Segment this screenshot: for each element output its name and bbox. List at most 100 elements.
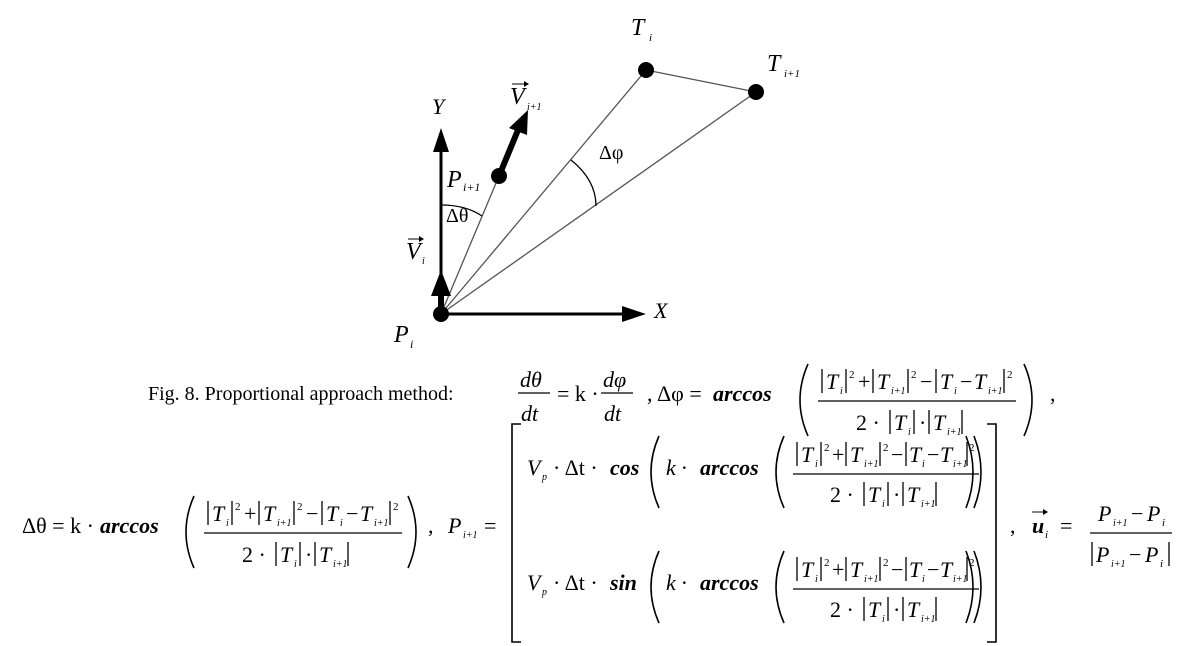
label-delta-phi: Δφ [599, 142, 623, 164]
sub-i: i [922, 574, 925, 585]
y-axis-arrowhead [433, 128, 449, 152]
term-T: T [940, 557, 954, 582]
term-T: T [212, 501, 226, 526]
minus: − [346, 501, 358, 526]
point-Pi [433, 306, 449, 322]
minus: − [960, 369, 972, 394]
sub-i1: i+1 [921, 614, 936, 625]
minus: − [927, 442, 939, 467]
label-Ti1-sub: i+1 [784, 68, 800, 80]
u-eq: = [1060, 513, 1072, 538]
label-delta-theta: Δθ [446, 205, 468, 227]
term-T: T [940, 369, 954, 394]
k-times: k · [666, 455, 687, 480]
sub-i: i [815, 459, 818, 470]
minus: − [891, 442, 903, 467]
sub-i1: i+1 [277, 518, 292, 529]
caption-line-1: Fig. 8. Proportional approach method: dθ… [148, 363, 1056, 438]
caption-line-2: Δθ = k · arccos T i 2 + T i+1 2 − T i − … [22, 423, 1172, 643]
matrix-row-cos: V p · Δt · cos k · arccos T i 2 + T i+1 … [527, 435, 982, 510]
matrix-row-sin: V p · Δt · sin k · arccos T i 2 + T i+1 … [527, 550, 982, 625]
term-T: T [894, 410, 908, 435]
term-T: T [360, 501, 374, 526]
plus: + [244, 501, 256, 526]
dot: · [305, 542, 312, 567]
caption-prefix: Fig. 8. Proportional approach method: [148, 383, 454, 405]
target-segment [645, 69, 757, 93]
label-Vi1-vec-arrowhead [524, 81, 529, 87]
velocity-vector-Vi1-head [509, 110, 528, 135]
velocity-vector-Vi1 [496, 128, 521, 178]
delta-phi-arc [570, 159, 597, 207]
k-times: k · [666, 570, 687, 595]
sub-i1: i+1 [374, 518, 389, 529]
cos: cos [610, 455, 639, 480]
paren [775, 435, 785, 509]
P-eq: = [484, 513, 496, 538]
two-times: 2 · [830, 597, 854, 622]
dtheta-eq: Δθ = k · [22, 513, 94, 538]
frac-1-num: P T i 2 + T i+1 2 − T i − T i+1 2 [821, 369, 1013, 397]
comma-1: , [647, 381, 653, 406]
sub-i1: i+1 [921, 499, 936, 510]
label-Ti-sub: i [649, 32, 652, 44]
term-T: T [909, 442, 923, 467]
sup-2: 2 [883, 557, 889, 569]
label-Vi-vec-arrowhead [419, 236, 424, 242]
paren-r-1 [1023, 363, 1033, 437]
term-T: T [940, 442, 954, 467]
dot: · [893, 482, 900, 507]
point-Pi1 [491, 168, 507, 184]
x-axis-arrowhead [622, 306, 646, 322]
u-vec-arrowhead [1043, 509, 1048, 515]
label-Vi: V [406, 239, 423, 265]
label-Ti: T [631, 15, 646, 41]
term-T: T [868, 597, 882, 622]
sub-i: i [226, 518, 229, 529]
term-P: P [1095, 542, 1109, 567]
term-T: T [907, 597, 921, 622]
term-T: T [877, 369, 891, 394]
term-T: T [319, 542, 333, 567]
sub-i: i [908, 427, 911, 438]
point-Ti [638, 62, 654, 78]
sub-i1: i+1 [864, 574, 879, 585]
term-T: T [280, 542, 294, 567]
line-of-sight-Ti [440, 69, 647, 315]
sub-i: i [840, 386, 843, 397]
sub-i: i [882, 614, 885, 625]
u-vector: u [1032, 513, 1044, 538]
paren [965, 435, 974, 509]
sub-i1: i+1 [1113, 518, 1128, 529]
label-Ti1: T [767, 51, 782, 77]
term-T: T [801, 557, 815, 582]
term-T: T [850, 442, 864, 467]
sup-2: 2 [824, 442, 830, 454]
minus: − [891, 557, 903, 582]
label-Vi-sub: i [422, 256, 425, 267]
sup-2: 2 [235, 501, 241, 513]
term-T: T [326, 501, 340, 526]
V-p: V [527, 455, 543, 480]
sub-p: p [541, 472, 547, 483]
sup-2: 2 [911, 369, 917, 381]
u-fraction: P i+1 − P i P i+1 − P i [1090, 501, 1172, 570]
sup-2: 2 [969, 442, 975, 454]
sub-i1: i+1 [1111, 559, 1126, 570]
bracket-right [987, 423, 997, 643]
line-of-sight-Ti1 [440, 91, 757, 315]
term-T: T [868, 482, 882, 507]
paren [650, 550, 660, 624]
paren [965, 550, 974, 624]
sub-i: i [340, 518, 343, 529]
arccos: arccos [700, 455, 759, 480]
term-P: P [1146, 501, 1160, 526]
term-T: T [907, 482, 921, 507]
paren-l-1 [799, 363, 809, 437]
minus: − [1129, 542, 1141, 567]
sup-2: 2 [883, 442, 889, 454]
paren-r-2 [407, 495, 417, 569]
frac-1-den: 2 · T i · T i+1 [856, 410, 963, 438]
u-sub: i [1045, 529, 1048, 541]
